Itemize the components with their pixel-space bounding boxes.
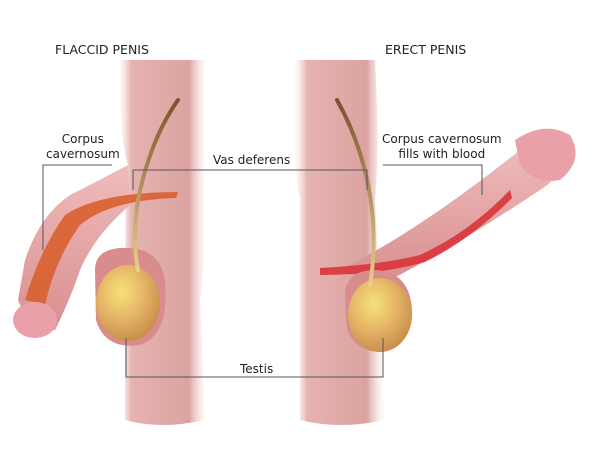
corpus-left-line2: cavernosum: [46, 147, 120, 161]
flaccid-panel-title: FLACCID PENIS: [55, 42, 149, 57]
flaccid-body: [13, 60, 207, 425]
corpus-left-line1: Corpus: [61, 132, 104, 146]
testis-label: Testis: [240, 362, 274, 376]
vas-deferens-label: Vas deferens: [213, 153, 291, 167]
leader-lines: [42, 164, 483, 378]
erect-body: [293, 60, 576, 425]
corpus-cavernosum-label-right: Corpus cavernosum fills with blood: [382, 132, 502, 162]
corpus-right-line2: fills with blood: [398, 147, 486, 161]
corpus-cavernosum-label-left: Corpus cavernosum: [46, 132, 120, 162]
erect-panel-title: ERECT PENIS: [385, 42, 467, 57]
corpus-right-line1: Corpus cavernosum: [382, 132, 502, 146]
